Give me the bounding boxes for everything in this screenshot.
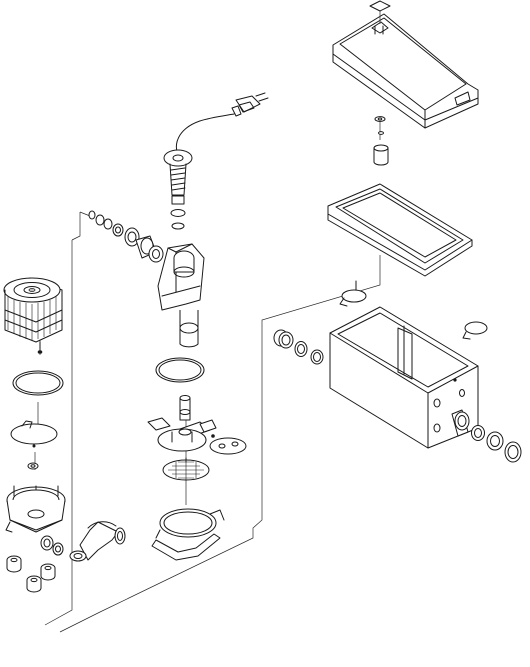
diaphragm-disc — [10, 420, 58, 448]
cable-clamp-left — [339, 280, 367, 307]
pump-housing — [157, 243, 205, 348]
enclosure-box — [329, 306, 479, 449]
cable-gland — [163, 149, 193, 230]
o-ring-pump — [155, 357, 205, 383]
impeller-cover-plate — [209, 434, 247, 455]
cable-clamp-right — [462, 321, 488, 340]
motor-unit — [3, 277, 63, 354]
lid-gasket — [327, 183, 473, 277]
power-cord — [175, 113, 235, 156]
pump-inlet-fittings — [88, 210, 164, 263]
spacer-sleeve — [373, 144, 389, 166]
lid-screw — [374, 116, 386, 135]
outlet-fitting-right — [451, 409, 522, 463]
pump-base-housing — [5, 485, 66, 533]
rubber-feet — [6, 555, 56, 593]
enclosure-lid — [332, 0, 479, 129]
mounting-bracket — [151, 508, 225, 561]
connector-rings — [40, 535, 64, 556]
power-plug — [231, 92, 269, 117]
nut — [27, 462, 39, 470]
impeller — [147, 417, 217, 452]
impeller-shaft — [179, 395, 191, 421]
o-ring-motor — [12, 370, 64, 396]
inlet-fitting-left — [273, 329, 324, 365]
o-ring-motor-inner — [15, 372, 61, 394]
filter-disc — [162, 457, 210, 481]
discharge-elbow-pipe — [69, 521, 126, 562]
o-ring-pump-inner — [158, 359, 202, 381]
